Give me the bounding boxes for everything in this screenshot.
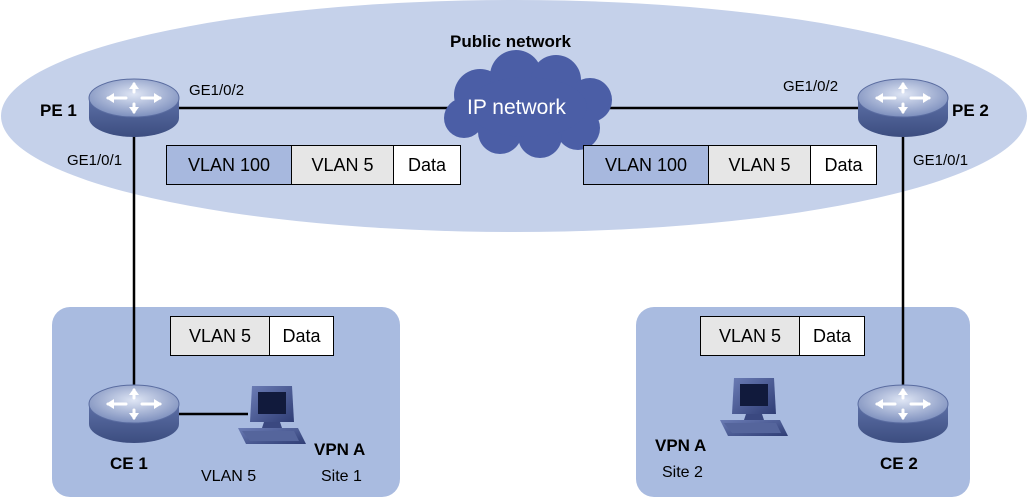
ce2-label: CE 2 xyxy=(880,454,918,473)
pe1-header-data: Data xyxy=(393,146,460,184)
site1-header-data: Data xyxy=(269,317,333,355)
site1-name-label: Site 1 xyxy=(321,468,362,485)
site1-header-vlan: VLAN 5 xyxy=(171,317,269,355)
pe1-label: PE 1 xyxy=(40,101,77,120)
pe2-packet-header: VLAN 100 VLAN 5 Data xyxy=(583,145,877,185)
site1-vlan-label: VLAN 5 xyxy=(201,468,257,485)
pe2-label: PE 2 xyxy=(952,101,989,120)
ce2-router-icon xyxy=(856,383,950,445)
site2-packet-header: VLAN 5 Data xyxy=(700,316,865,356)
pe2-uplink-port: GE1/0/2 xyxy=(783,78,839,95)
pe2-header-outer-vlan: VLAN 100 xyxy=(584,146,708,184)
ce1-router-icon xyxy=(87,383,181,445)
pe1-downlink-port: GE1/0/1 xyxy=(67,152,123,169)
pe2-header-data: Data xyxy=(810,146,876,184)
pe1-header-outer-vlan: VLAN 100 xyxy=(167,146,291,184)
ip-network-label: IP network xyxy=(467,96,566,119)
public-network-title: Public network xyxy=(450,32,571,51)
site2-header-data: Data xyxy=(799,317,864,355)
site2-header-vlan: VLAN 5 xyxy=(701,317,799,355)
pe2-router-icon xyxy=(856,77,950,139)
pe1-router-icon xyxy=(87,77,181,139)
pe2-header-inner-vlan: VLAN 5 xyxy=(708,146,810,184)
site2-name-label: Site 2 xyxy=(662,464,703,481)
ip-network-cloud xyxy=(444,50,612,158)
ce1-label: CE 1 xyxy=(110,454,148,473)
pe2-downlink-port: GE1/0/1 xyxy=(913,152,969,169)
site1-packet-header: VLAN 5 Data xyxy=(170,316,334,356)
site2-vpn-label: VPN A xyxy=(655,436,707,455)
pe1-packet-header: VLAN 100 VLAN 5 Data xyxy=(166,145,461,185)
pe1-uplink-port: GE1/0/2 xyxy=(189,82,245,99)
site1-vpn-label: VPN A xyxy=(314,440,366,459)
pe1-header-inner-vlan: VLAN 5 xyxy=(291,146,393,184)
